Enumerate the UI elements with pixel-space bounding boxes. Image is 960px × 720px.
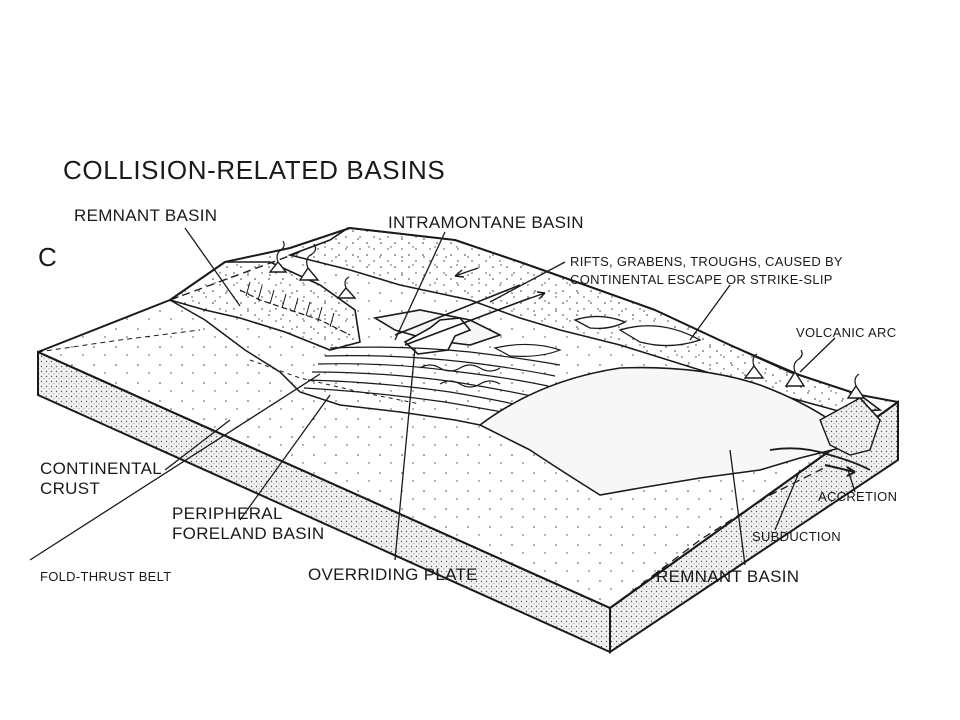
subduction-trench [769, 447, 871, 471]
leader-lines [29, 227, 856, 566]
remnant-basin-top-area [168, 261, 361, 351]
rift-graben-2 [618, 325, 702, 347]
label-remnant-basin-top: REMNANT BASIN [74, 206, 218, 225]
remnant-basin-scarp [239, 289, 351, 336]
foreland-dashed [249, 359, 421, 405]
panel-letter: C [38, 242, 58, 272]
rift-graben-1 [573, 315, 627, 330]
rift-graben-3 [493, 343, 562, 357]
accretion-arrow [824, 464, 856, 473]
label-overriding-plate: OVERRIDING PLATE [308, 565, 478, 584]
peripheral-foreland-basin [169, 299, 481, 426]
label-peripheral-line2: FORELAND BASIN [172, 524, 325, 543]
strike-slip-fault-1 [394, 284, 521, 336]
label-rifts-line1: RIFTS, GRABENS, TROUGHS, CAUSED BY [570, 254, 843, 269]
label-remnant-basin-bottom: REMNANT BASIN [656, 567, 800, 586]
remnant-basin-hatches [245, 281, 335, 328]
escape-arrow-left [454, 267, 479, 277]
crust-boundary-dashed-right [609, 464, 831, 609]
volcano-group-left [268, 240, 357, 299]
crust-boundary-dashed-left [37, 329, 201, 353]
label-continental-line1: CONTINENTAL [40, 459, 162, 478]
label-intramontane-basin: INTRAMONTANE BASIN [388, 213, 584, 232]
label-volcanic-arc: VOLCANIC ARC [796, 325, 897, 340]
label-rifts-line2: CONTINENTAL ESCAPE OR STRIKE-SLIP [570, 272, 833, 287]
label-peripheral-line1: PERIPHERAL [172, 504, 283, 523]
strike-slip-fault-2 [404, 297, 531, 346]
label-accretion: ACCRETION [818, 489, 898, 504]
escape-arrow-right [524, 292, 546, 301]
figure-title: COLLISION-RELATED BASINS [63, 155, 446, 185]
label-fold-thrust-belt: FOLD-THRUST BELT [40, 569, 172, 584]
label-continental-line2: CRUST [40, 479, 101, 498]
volcano-group-right [743, 349, 866, 399]
label-subduction: SUBDUCTION [752, 529, 841, 544]
back-dashed-line [169, 251, 301, 301]
remnant-basin-bottom-area [478, 366, 881, 496]
